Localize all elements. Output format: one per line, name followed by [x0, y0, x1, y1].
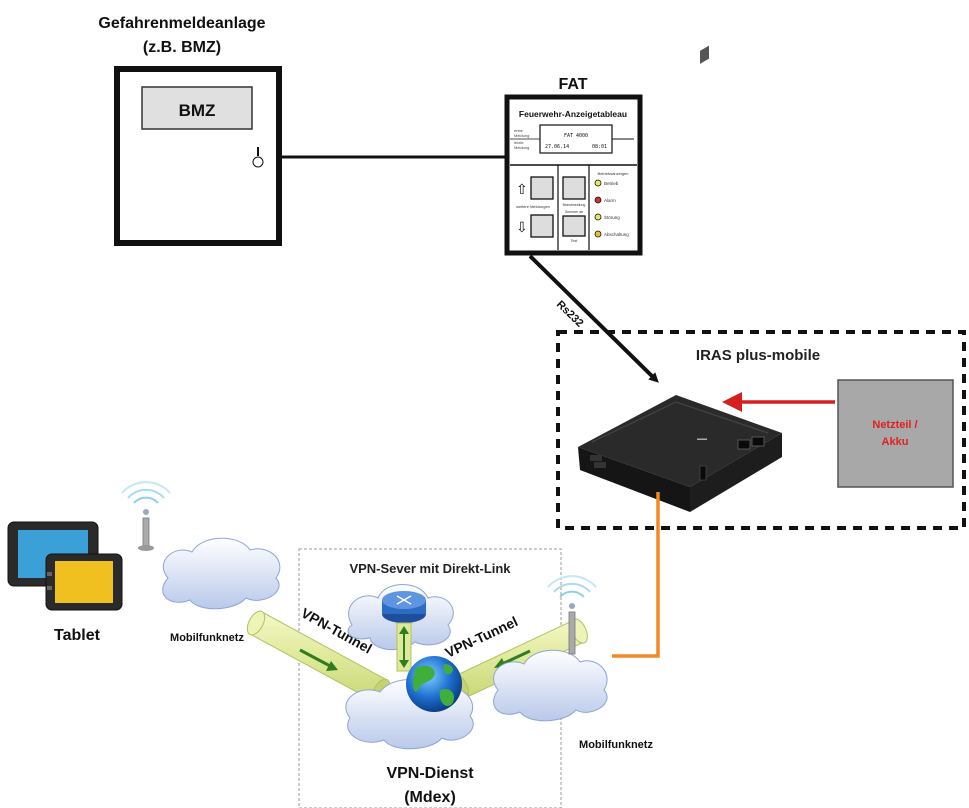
key-label-test: Test — [571, 239, 577, 243]
display-label: Meldung — [514, 133, 529, 138]
down-arrow-icon: ⇩ — [516, 219, 528, 235]
status-led-icon — [594, 213, 602, 221]
bmz-title-line2: (z.B. BMZ) — [143, 39, 221, 56]
display-label: letzte — [514, 140, 524, 145]
status-label: Störung — [604, 215, 620, 220]
vpn-service-line1: VPN-Dienst — [386, 765, 474, 782]
vpn-service-line2: (Mdex) — [404, 789, 456, 806]
fat-key-down — [530, 214, 554, 238]
cloud-mobilfunk-left — [162, 537, 281, 610]
status-label: Alarm — [604, 198, 616, 203]
globe-icon — [406, 656, 462, 712]
tablet-icon — [7, 521, 123, 611]
power-label-line1: Netzteil / — [872, 419, 917, 431]
device-logo: ▬▬ — [697, 436, 707, 442]
tablet-label: Tablet — [54, 627, 101, 644]
status-header: Betriebsanzeigen — [598, 171, 629, 176]
mobilfunk-right-label: Mobilfunknetz — [579, 739, 653, 751]
lock-icon — [252, 156, 264, 168]
bmz-title-line1: Gefahrenmeldeanlage — [98, 15, 265, 32]
bmz-panel — [141, 86, 253, 130]
rs232-label: Rs232 — [554, 299, 586, 330]
power-label-line2: Akku — [882, 436, 909, 448]
display-time: 08:01 — [592, 144, 607, 150]
vpn-server-label: VPN-Sever mit Direkt-Link — [349, 561, 511, 576]
power-supply-box — [837, 379, 954, 488]
mobilfunk-left-label: Mobilfunknetz — [170, 632, 244, 644]
orange-cable — [612, 492, 660, 658]
fat-display — [539, 124, 613, 154]
status-label: Abschaltung — [604, 232, 629, 237]
key-label-summer: Summer ab — [565, 210, 583, 214]
bmz-panel-label: BMZ — [179, 101, 216, 120]
display-date: 27.06.14 — [545, 144, 569, 150]
key-label-brandmeldung: Brandmeldung — [563, 203, 586, 207]
status-label: Betrieb — [604, 181, 619, 186]
status-led-icon — [594, 230, 602, 238]
cloud-mobilfunk-right — [493, 649, 608, 722]
display-label: Meldung — [514, 145, 529, 150]
status-led-icon — [594, 179, 602, 187]
router-icon — [382, 591, 426, 623]
iras-router-device: ▬▬ — [578, 45, 782, 512]
iras-box: IRAS plus-mobile Netzteil / Akku ▬▬ — [556, 45, 966, 530]
display-line1: FAT 4000 — [564, 133, 588, 139]
up-arrow-icon: ⇧ — [516, 181, 528, 197]
fat-key-summer — [562, 215, 586, 237]
status-led-icon — [594, 196, 602, 204]
fat-key-brandmeldung — [562, 176, 586, 200]
fat-panel: FAT Feuerwehr-Anzeigetableau erste Meldu… — [504, 76, 643, 256]
iras-title: IRAS plus-mobile — [696, 347, 820, 364]
antenna-left-icon — [121, 481, 171, 551]
antenna-right-icon — [547, 575, 597, 655]
fat-title: FAT — [558, 76, 587, 93]
bmz-cabinet: Gefahrenmeldeanlage (z.B. BMZ) BMZ — [98, 15, 282, 246]
fat-key-up — [530, 176, 554, 200]
rs232-arrow — [528, 254, 659, 383]
key-label-weitere: weitere Meldungen — [516, 204, 550, 209]
fat-panel-title: Feuerwehr-Anzeigetableau — [519, 109, 627, 119]
display-label: erste — [514, 128, 524, 133]
